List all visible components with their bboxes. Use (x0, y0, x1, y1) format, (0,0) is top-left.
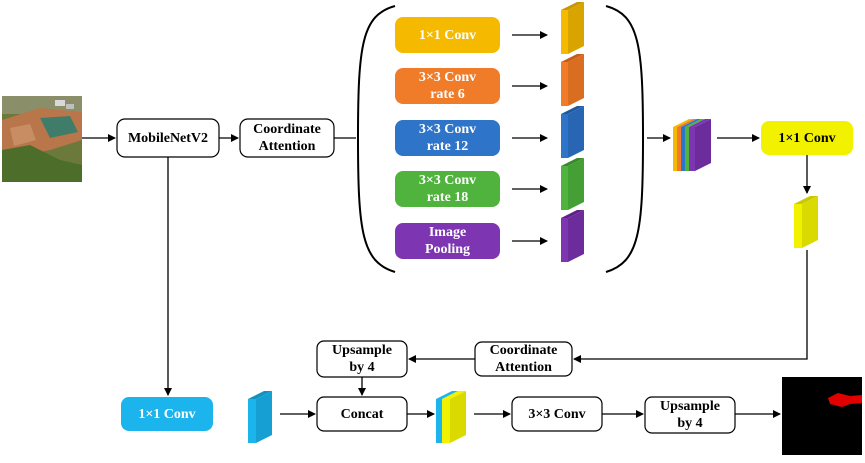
aspp-rate18-feature (561, 158, 584, 210)
aspp-pool-feature (561, 210, 584, 262)
low-level-feature (248, 391, 272, 443)
aspp-rate18-box (395, 171, 500, 207)
output-mask (782, 377, 862, 455)
low-conv1-box (121, 397, 213, 431)
aspp-left-bracket (356, 5, 396, 273)
head-feature (794, 196, 818, 248)
aspp-pool-box (395, 223, 500, 259)
ca-bottom-box (474, 341, 573, 377)
backbone-box (116, 118, 220, 158)
upsample-bottom-box (644, 396, 736, 434)
ca-top-box (239, 118, 335, 158)
aspp-rate12-box (395, 120, 500, 156)
aspp-rate6-box (395, 68, 500, 104)
conv3-box (511, 396, 603, 432)
aspp-rate6-feature (561, 54, 584, 106)
input-image (2, 96, 82, 182)
connectors (82, 31, 811, 418)
concat-box (316, 396, 408, 432)
concat-feature (436, 391, 466, 443)
aspp-rate12-feature (561, 106, 584, 158)
aspp-concat-feature (673, 119, 711, 171)
aspp-right-bracket (605, 5, 645, 273)
upsample-top-box (316, 340, 408, 378)
aspp-conv1-feature (561, 2, 584, 54)
head-conv1-box (761, 121, 853, 155)
aspp-conv1-box (395, 17, 500, 53)
